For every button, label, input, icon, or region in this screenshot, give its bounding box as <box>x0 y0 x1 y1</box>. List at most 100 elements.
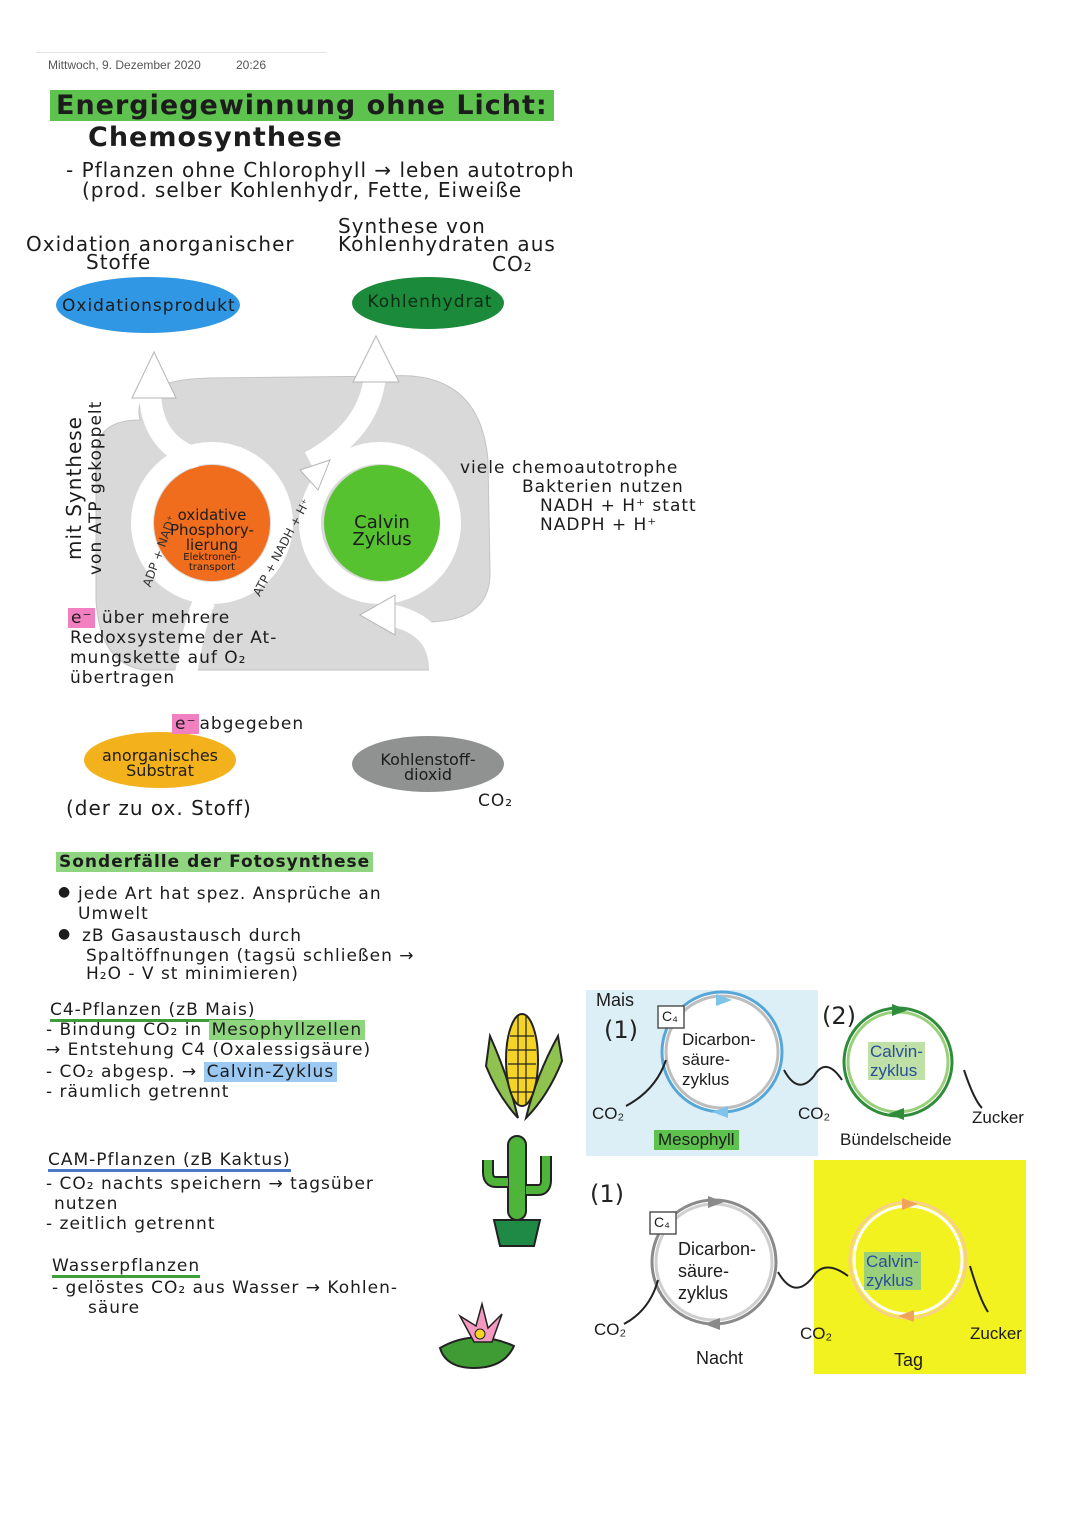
cam-box <box>649 1211 677 1235</box>
cam-calvin-arrow-bottom <box>898 1310 914 1322</box>
chemosynthesis-diagram <box>56 277 504 792</box>
header-divider <box>36 52 326 53</box>
synthesis-heading-co2: CO₂ <box>492 252 533 276</box>
synthesis-heading-2: Kohlenhydraten aus <box>338 232 556 256</box>
bullet-2-line3: H₂O - V st minimieren) <box>86 964 299 984</box>
bullet-2-line2: Spaltöffnungen (tagsü schließen → <box>86 946 415 966</box>
c4-calvin-line2: zyklus <box>868 1061 925 1080</box>
c4-number-2: (2) <box>822 1002 856 1030</box>
oxidation-product-label: Oxidationsprodukt <box>62 296 236 316</box>
page-title-line2: Chemosynthese <box>88 122 343 153</box>
page-title: Energiegewinnung ohne Licht: <box>50 90 554 121</box>
c4-line2: → Entstehung C4 (Oxalessigsäure) <box>46 1040 372 1060</box>
cam-sugar-out-curve <box>969 1265 989 1313</box>
cam-co2-in-curve <box>623 1279 659 1325</box>
substrate-line1: anorganisches <box>101 746 219 765</box>
cam-number-1: (1) <box>590 1180 624 1208</box>
calvin-label: Calvin Zyklus <box>336 514 428 550</box>
cam-sugar: Zucker <box>970 1324 1022 1343</box>
c4-line3: - CO₂ abgesp. → Calvin-Zyklus <box>46 1062 338 1082</box>
c4-diagram: Mais (1) (2) C₄ Dicarbon- säure- zyklus … <box>586 990 1034 1156</box>
c4-calvin-arrow-bottom <box>888 1108 904 1120</box>
c4-sugar: Zucker <box>972 1108 1024 1127</box>
arrow-from-co2 <box>387 604 451 730</box>
oxidative-line3: lierung <box>185 536 239 554</box>
note-time: 20:26 <box>236 58 267 72</box>
water-line1: - gelöstes CO₂ aus Wasser → Kohlen- <box>52 1278 398 1298</box>
corn-icon <box>484 1013 564 1122</box>
synthesis-heading: Synthese von <box>338 214 486 238</box>
c4-dicarbon-line1: Dicarbon- <box>682 1030 756 1049</box>
bacteria-note-4: NADPH + H⁺ <box>540 515 658 535</box>
electron-released-symbol: e⁻ <box>172 714 200 734</box>
c4-line3-highlight: Calvin-Zyklus <box>203 1062 338 1082</box>
calvin-ring <box>299 442 461 604</box>
electron-note-1-text: über mehrere <box>101 608 231 628</box>
cam-dicarbon-label: Dicarbon- säure- zyklus <box>678 1238 756 1304</box>
c4-mesophyll-label: Mesophyll <box>654 1130 739 1150</box>
cam-dicarbon-line2: säure- <box>678 1261 730 1281</box>
cam-co2-mid: CO₂ <box>800 1324 833 1343</box>
c4-bundle-sheath-label: Bündelscheide <box>840 1130 952 1149</box>
note-date: Mittwoch, 9. Dezember 2020 <box>48 58 201 72</box>
c4-sugar-out-curve <box>963 1069 983 1109</box>
electron-note-1: e⁻ über mehrere <box>68 608 231 628</box>
c4-title: C4-Pflanzen (zB Mais) <box>50 1000 256 1022</box>
cam-title: CAM-Pflanzen (zB Kaktus) <box>48 1150 291 1172</box>
electron-symbol: e⁻ <box>68 608 96 628</box>
cam-dicarbon-line3: zyklus <box>678 1283 729 1303</box>
cam-calvin-arrow-top <box>902 1198 918 1210</box>
arrow-to-carbohydrate <box>304 373 386 472</box>
substrate-label: anorganisches Substrat <box>84 746 236 779</box>
electron-released: e⁻abgegeben <box>172 714 305 734</box>
substrate-oval <box>84 732 236 788</box>
bacteria-note-3: NADH + H⁺ statt <box>540 496 697 516</box>
co2-small-label: CO₂ <box>478 791 514 811</box>
oxidation-heading-2: Stoffe <box>86 250 152 274</box>
c4-cycle-arrow-bottom <box>712 1106 728 1118</box>
oxidative-phosphorylation-circle <box>154 465 270 581</box>
c4-dicarbon-line2: säure- <box>682 1050 731 1069</box>
c4-dicarbon-label: Dicarbon- säure- zyklus <box>682 1030 778 1090</box>
cam-calvin-label: Calvin- zyklus <box>864 1252 921 1290</box>
oxidative-label: oxidative Phosphory- lierung Elektronen-… <box>156 508 268 573</box>
arrow-head-up-right <box>352 334 400 383</box>
c4-line1: - Bindung CO₂ in Mesophyllzellen <box>46 1020 366 1040</box>
c4-transfer-curve <box>783 1066 843 1086</box>
cam-day-label: Tag <box>894 1350 924 1370</box>
co2-box-line1: Kohlenstoff- <box>380 750 476 769</box>
cam-cycle-arrow-top <box>708 1196 724 1208</box>
c4-dicarbon-line3: zyklus <box>682 1070 730 1089</box>
substrate-note: (der zu ox. Stoff) <box>66 796 252 820</box>
cam-co2-left: CO₂ <box>594 1320 627 1339</box>
water-lily-icon <box>438 1301 516 1370</box>
c4-calvin-arrow-top <box>892 1004 908 1016</box>
oxidative-line5: transport <box>188 562 236 573</box>
cam-night-label: Nacht <box>696 1348 744 1368</box>
c4-plant-label: Mais <box>596 990 635 1010</box>
special-cases-heading-text: Sonderfälle der Fotosynthese <box>56 852 374 872</box>
c4-dicarbon-inner <box>664 994 780 1110</box>
c4-co2-mid: CO₂ <box>798 1104 831 1123</box>
intro-line1: - Pflanzen ohne Chlorophyll → leben auto… <box>66 158 575 182</box>
oxidative-line4: Elektronen- <box>183 552 241 563</box>
co2-oval <box>352 736 504 792</box>
c4-calvin-label: Calvin- zyklus <box>868 1042 925 1080</box>
c4-line1-highlight: Mesophyllzellen <box>208 1020 366 1040</box>
oxidative-line1: oxidative <box>177 506 247 524</box>
electron-released-text: abgegeben <box>199 714 305 734</box>
calvin-cycle-circle <box>324 465 440 581</box>
c4-cycle-arrow-top <box>716 994 732 1006</box>
cam-diagram: (1) C₄ Dicarbon- säure- zyklus Calvin- z… <box>586 1160 1026 1374</box>
bullet-2-line1: zB Gasaustausch durch <box>82 926 303 946</box>
calvin-line2: Zyklus <box>352 529 412 550</box>
special-cases-heading: Sonderfälle der Fotosynthese <box>56 852 374 872</box>
cam-transfer-curve <box>777 1266 849 1289</box>
carbohydrate-label: Kohlenhydrat <box>367 292 493 312</box>
electron-note-2: Redoxsysteme der At- <box>70 628 278 648</box>
side-label-2: von ATP gekoppelt <box>86 400 106 575</box>
cam-calvin-line1: Calvin- <box>864 1252 921 1271</box>
oxidative-line2: Phosphory- <box>170 521 254 539</box>
c4-box-label: C₄ <box>662 1008 678 1024</box>
water-line2: säure <box>88 1298 141 1318</box>
